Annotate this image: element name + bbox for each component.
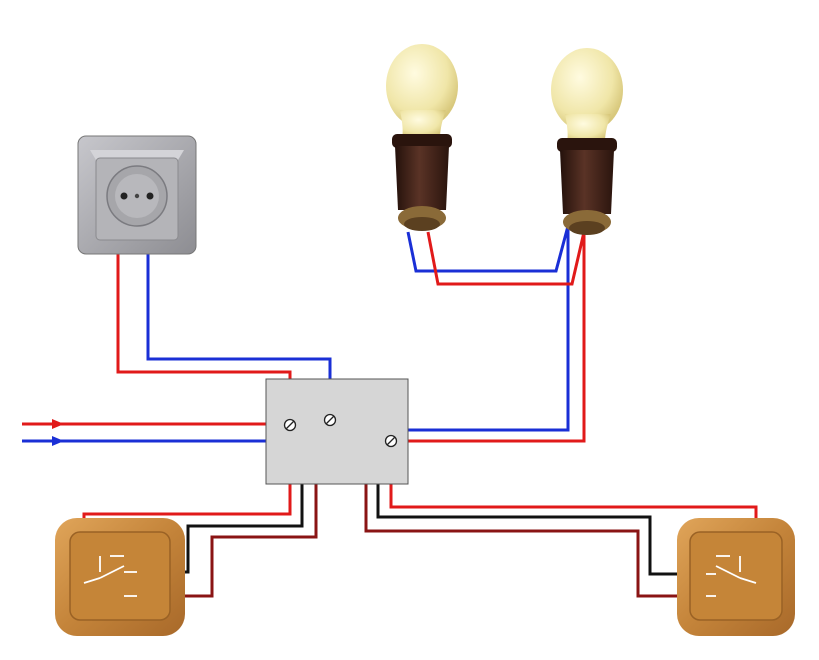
lamp-neutral-bridge <box>406 225 570 273</box>
light-bulb-icon <box>386 44 458 231</box>
input-arrows <box>52 419 64 446</box>
lamp-phase-wire <box>391 230 586 443</box>
power-outlet-icon <box>77 135 197 255</box>
terminal-screw-icon <box>283 418 297 432</box>
neutral-input-arrow-icon <box>52 436 64 446</box>
traveler-wire-2 <box>137 464 706 598</box>
phase-input-arrow-icon <box>52 419 64 429</box>
light-bulb-icon <box>551 48 623 235</box>
socket-phase-wire <box>116 252 292 425</box>
terminal-screw-icon <box>384 434 398 448</box>
junction-box <box>265 378 409 485</box>
terminal-screw-icon <box>323 413 337 427</box>
two-way-switch-icon <box>677 518 795 636</box>
terminal-screws <box>283 413 398 448</box>
junction-box-body <box>265 378 409 485</box>
two-way-switch-icon <box>55 518 185 636</box>
lamp-phase-bridge <box>426 231 586 286</box>
